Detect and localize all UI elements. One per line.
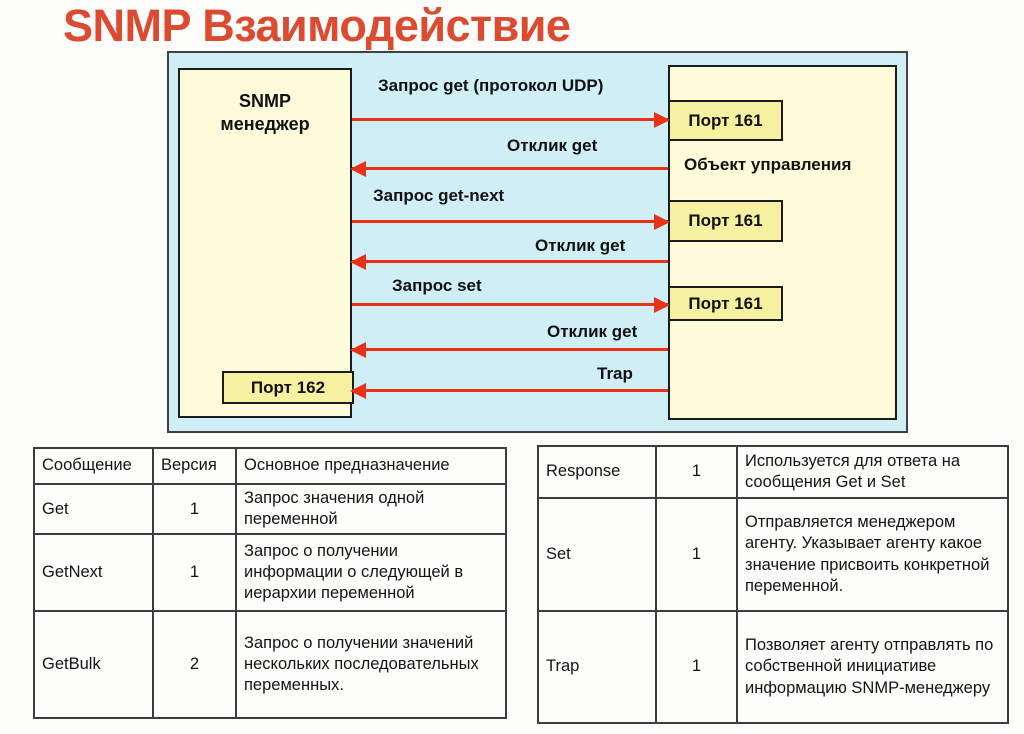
message-types-table-right: Response 1 Используется для ответа на со… <box>537 445 1009 724</box>
table-row: GetBulk 2 Запрос о получении значений не… <box>33 610 507 720</box>
table-cell-message: GetNext <box>33 533 154 613</box>
arrow-getnext-request <box>352 214 670 230</box>
port-161-box: Порт 161 <box>668 200 783 242</box>
arrow-get-response <box>350 342 668 358</box>
port-161-box: Порт 161 <box>668 100 783 141</box>
arrow-label-get-request: Запрос get (протокол UDP) <box>378 76 604 95</box>
managed-object-label: Объект управления <box>684 155 852 174</box>
arrow-set-request <box>352 297 670 313</box>
arrow-label-set-request: Запрос set <box>392 276 482 295</box>
table-cell-message: GetBulk <box>33 610 154 720</box>
table-header-cell: Основное предназначение <box>235 447 507 485</box>
arrow-label-get-response: Отклик get <box>547 322 638 341</box>
table-cell-version: 1 <box>655 445 738 499</box>
table-header-row: Сообщение Версия Основное предназначение <box>33 447 507 485</box>
table-row: Set 1 Отправляется менеджером агенту. Ук… <box>537 497 1009 612</box>
snmp-interaction-diagram: SNMP менеджер Порт 162 Порт 161 Объект у… <box>167 51 908 433</box>
snmp-manager-label: SNMP менеджер <box>220 91 310 135</box>
arrow-get-response <box>350 254 668 270</box>
arrow-get-request <box>352 112 670 128</box>
table-header-cell: Сообщение <box>33 447 154 485</box>
table-row: GetNext 1 Запрос о получении информации … <box>33 533 507 613</box>
table-cell-version: 1 <box>152 482 237 536</box>
table-cell-version: 1 <box>655 610 738 724</box>
table-cell-purpose: Запрос о получении информации о следующе… <box>235 533 507 613</box>
table-header-cell: Версия <box>152 447 237 485</box>
managed-object-box: Порт 161 Объект управления Порт 161 Порт… <box>668 65 897 420</box>
table-cell-message: Get <box>33 482 154 536</box>
arrow-label-get-response: Отклик get <box>535 236 626 255</box>
table-row: Trap 1 Позволяет агенту отправлять по со… <box>537 610 1009 724</box>
arrow-trap <box>350 383 668 399</box>
port-161-box: Порт 161 <box>668 286 783 321</box>
table-cell-purpose: Используется для ответа на сообщения Get… <box>736 445 1009 499</box>
table-cell-version: 2 <box>152 610 237 720</box>
page-title: SNMP Взаимодействие <box>63 0 571 51</box>
table-cell-version: 1 <box>655 497 738 612</box>
arrow-label-trap: Trap <box>597 364 633 383</box>
message-types-table-left: Сообщение Версия Основное предназначение… <box>33 447 507 720</box>
snmp-manager-box: SNMP менеджер Порт 162 <box>178 68 354 418</box>
table-cell-purpose: Отправляется менеджером агенту. Указывае… <box>736 497 1009 612</box>
table-cell-message: Response <box>537 445 657 499</box>
arrow-get-response <box>350 161 668 177</box>
table-cell-purpose: Запрос значения одной переменной <box>235 482 507 536</box>
arrow-label-getnext-request: Запрос get-next <box>373 186 505 205</box>
table-cell-purpose: Запрос о получении значений нескольких п… <box>235 610 507 720</box>
table-cell-version: 1 <box>152 533 237 613</box>
table-row: Get 1 Запрос значения одной переменной <box>33 482 507 536</box>
table-cell-purpose: Позволяет агенту отправлять по собственн… <box>736 610 1009 724</box>
table-cell-message: Set <box>537 497 657 612</box>
table-row: Response 1 Используется для ответа на со… <box>537 445 1009 499</box>
table-cell-message: Trap <box>537 610 657 724</box>
arrow-label-get-response: Отклик get <box>507 136 598 155</box>
port-162-box: Порт 162 <box>222 371 354 404</box>
